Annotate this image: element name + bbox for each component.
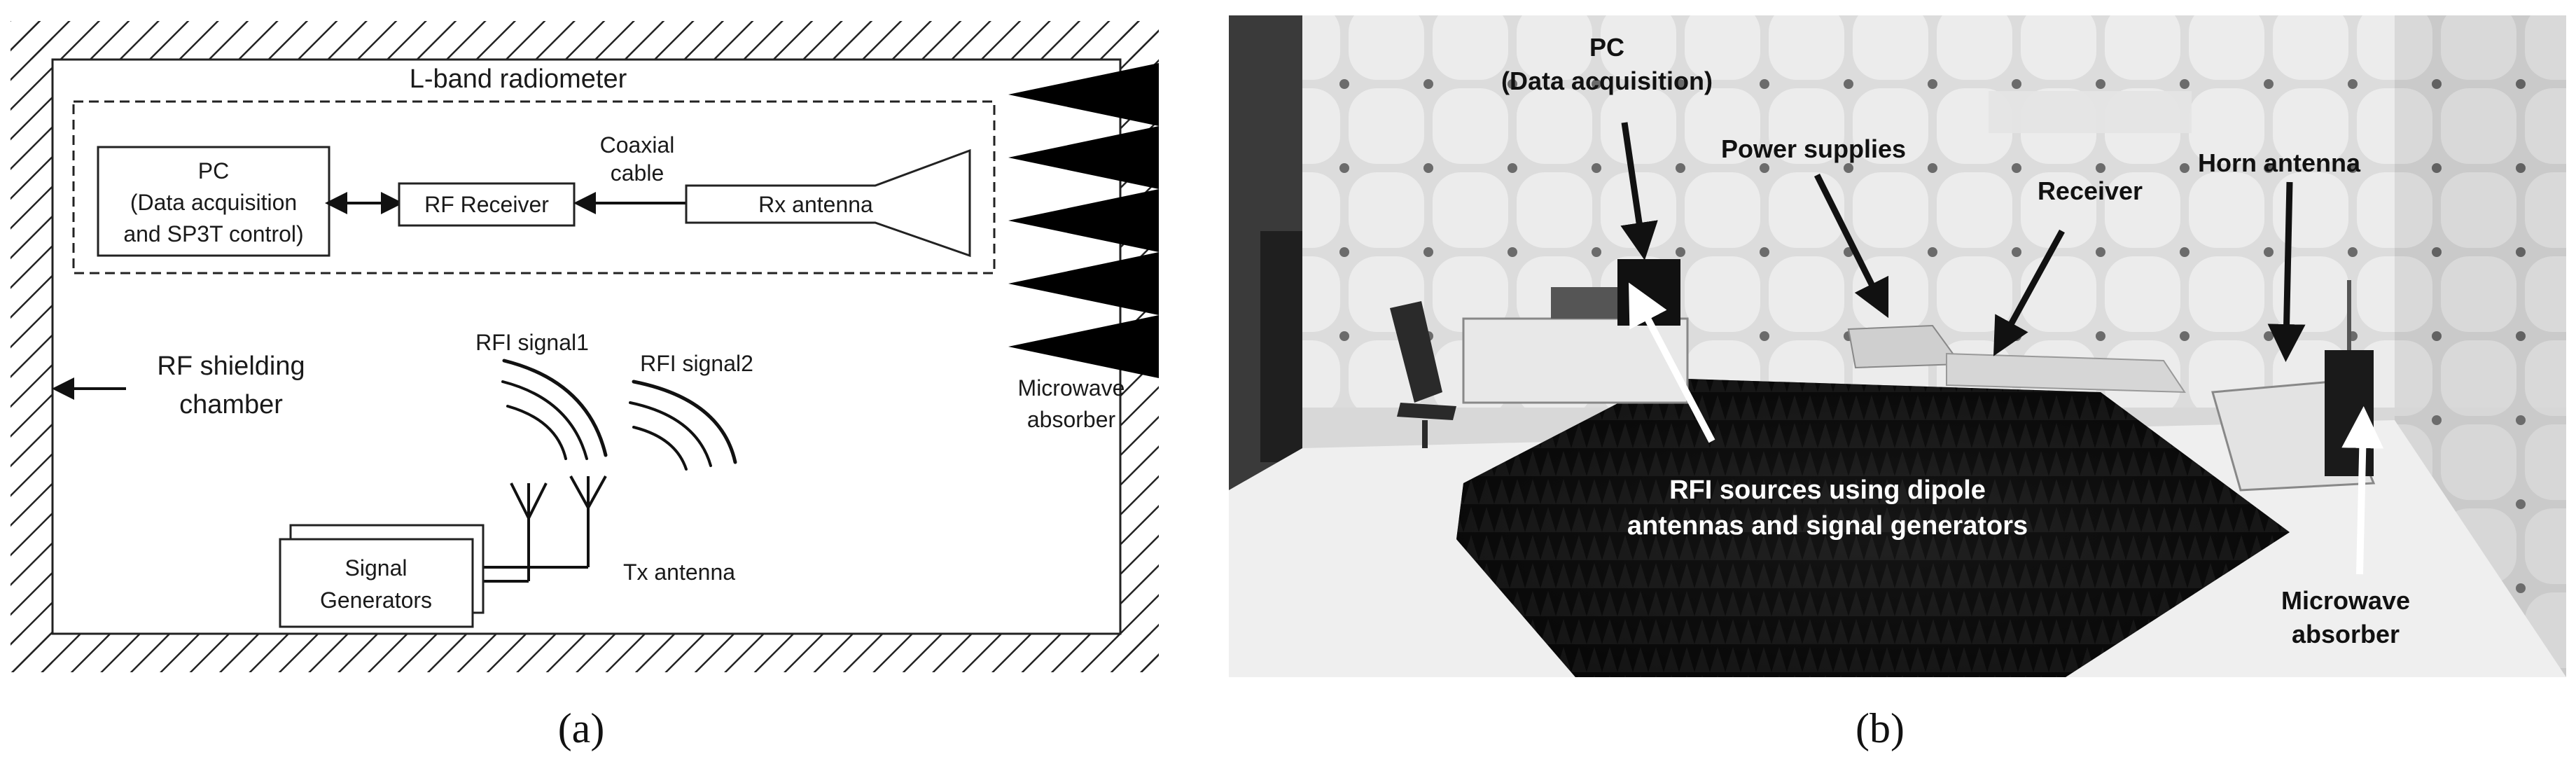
photo-desk bbox=[1462, 317, 1689, 404]
pc-label-line2: (Data acquisition bbox=[130, 190, 297, 215]
photo-horn-absorber bbox=[2325, 350, 2374, 476]
arrow-power-supplies bbox=[1813, 173, 1889, 319]
arrow-horn-antenna bbox=[2267, 181, 2306, 362]
coax-label-line2: cable bbox=[611, 160, 664, 186]
tx-antenna-right bbox=[569, 475, 607, 567]
caption-b: (b) bbox=[1856, 705, 1905, 751]
shield-wall-bottom bbox=[11, 634, 1159, 672]
photo-chair bbox=[1390, 301, 1456, 420]
rfi-signal2-label: RFI signal2 bbox=[640, 351, 753, 376]
radiometer-boundary bbox=[72, 100, 996, 275]
rfi-signal1-label: RFI signal1 bbox=[475, 330, 589, 355]
caption-a: (a) bbox=[558, 705, 605, 751]
pc-label-line3: and SP3T control) bbox=[123, 221, 303, 246]
photo-pc-label-line1: PC bbox=[1589, 33, 1624, 62]
arrow-rfi-sources bbox=[1629, 282, 1715, 443]
rx-antenna-label: Rx antenna bbox=[758, 192, 873, 217]
shielding-label-line2: chamber bbox=[179, 390, 283, 419]
rfi-signal1-waves bbox=[501, 359, 608, 460]
signal-generator-front bbox=[279, 538, 474, 628]
photo-wall-sign bbox=[1989, 91, 2192, 133]
photo-receiver-table bbox=[1946, 352, 2186, 394]
photo-absorber-label-line2: absorber bbox=[2292, 620, 2400, 648]
tx-antenna-label: Tx antenna bbox=[623, 560, 735, 585]
photo-absorber-shade bbox=[1456, 378, 2290, 677]
photo-absorber-label-line1: Microwave bbox=[2281, 586, 2410, 615]
photo-receiver-label: Receiver bbox=[2038, 176, 2143, 205]
radiometer-title: L-band radiometer bbox=[410, 64, 627, 94]
rx-horn-antenna bbox=[685, 148, 971, 258]
rf-receiver-label: RF Receiver bbox=[424, 192, 549, 217]
siggen-label-line2: Generators bbox=[320, 588, 432, 613]
photo-instrument bbox=[1551, 287, 1617, 319]
photo-door bbox=[1260, 231, 1302, 462]
absorber-label-line1: Microwave bbox=[1018, 375, 1125, 401]
shield-wall-left bbox=[11, 21, 53, 672]
absorber-label-line2: absorber bbox=[1027, 407, 1116, 432]
photo-power-supplies-label: Power supplies bbox=[1721, 134, 1906, 163]
photo-pc-label-line2: (Data acquisition) bbox=[1501, 67, 1713, 95]
shield-wall-top bbox=[11, 21, 1159, 60]
arrow-receiver bbox=[1993, 229, 2065, 356]
pc-box bbox=[97, 146, 330, 257]
photo-horn-antenna-label: Horn antenna bbox=[2198, 148, 2361, 177]
photo-rfi-label-line2: antennas and signal generators bbox=[1627, 511, 2028, 541]
panel-b-photo: PC (Data acquisition) Power supplies Rec… bbox=[1229, 15, 2566, 751]
rfi-signal2-waves bbox=[629, 380, 737, 471]
coax-label-line1: Coaxial bbox=[600, 132, 675, 158]
panel-a-diagram: L-band radiometer PC (Data acquisition a… bbox=[11, 21, 1159, 751]
absorber-spikes bbox=[1008, 63, 1159, 378]
arrow-pc bbox=[1620, 122, 1658, 261]
shielding-label-line1: RF shielding bbox=[157, 352, 305, 381]
photo-rfi-label-line1: RFI sources using dipole bbox=[1669, 475, 1986, 505]
siggen-label-line1: Signal bbox=[345, 555, 408, 581]
arrow-microwave-absorber bbox=[2341, 406, 2384, 575]
pc-label-line1: PC bbox=[198, 158, 229, 183]
